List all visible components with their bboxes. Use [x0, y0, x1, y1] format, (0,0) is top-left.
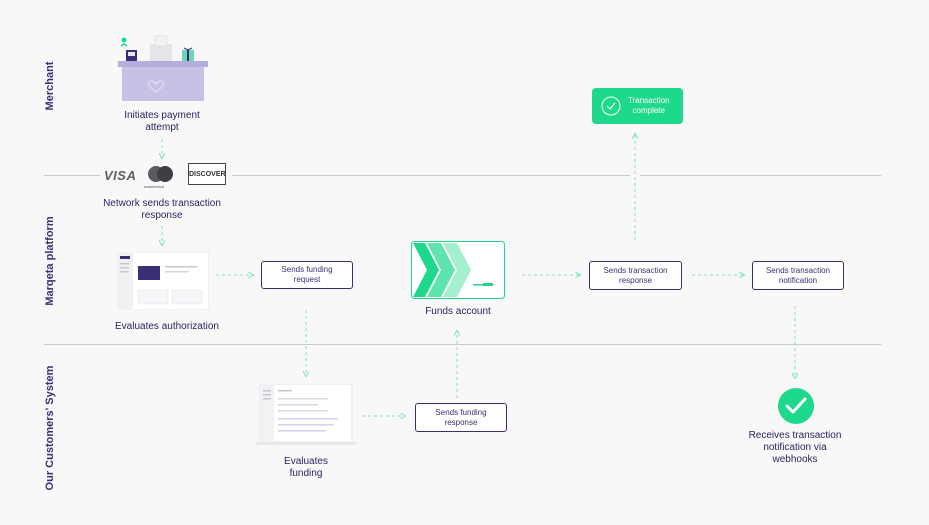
mastercard-wordmark: mastercard	[144, 184, 165, 189]
lane-divider-top-far	[640, 175, 881, 176]
sends-transaction-response-box: Sends transaction response	[589, 261, 682, 290]
transaction-complete-line1: Transaction	[628, 96, 670, 105]
network-caption-line1: Network sends transaction	[103, 198, 221, 209]
initiates-caption-line2: attempt	[145, 122, 179, 133]
sends-funding-response-line2: response	[444, 417, 478, 427]
sends-funding-response-line1: Sends funding	[435, 407, 487, 417]
lane-divider-bottom	[44, 344, 881, 345]
sends-funding-request-box: Sends funding request	[261, 261, 353, 289]
mastercard-logo	[148, 166, 173, 182]
success-check-icon	[778, 388, 814, 424]
sends-transaction-response-line2: response	[619, 275, 652, 285]
sends-transaction-notification-box: Sends transaction notification	[752, 261, 844, 290]
receives-caption-line2: notification via	[763, 442, 827, 453]
visa-logo: VISA	[104, 168, 137, 183]
receives-caption-line1: Receives transaction	[748, 430, 842, 441]
evaluates-authorization-caption: Evaluates authorization	[115, 321, 219, 332]
evaluates-funding-illustration	[256, 384, 356, 445]
receives-caption-line3: webhooks	[772, 454, 818, 465]
evaluates-funding-caption-line1: Evaluates	[284, 456, 328, 467]
funds-account-card	[411, 241, 505, 299]
lane-divider-top-left	[44, 175, 100, 176]
check-circle-icon	[601, 96, 621, 116]
sends-transaction-notification-line1: Sends transaction	[765, 265, 831, 275]
sends-funding-request-line2: request	[293, 275, 321, 284]
transaction-complete-box: Transaction complete	[592, 88, 683, 124]
merchant-counter-illustration	[118, 35, 208, 101]
lane-divider-top-right	[232, 175, 630, 176]
transaction-complete-line2: complete	[632, 106, 665, 115]
funds-account-caption: Funds account	[425, 306, 491, 317]
sends-funding-request-line1: Sends funding	[281, 265, 333, 274]
evaluates-funding-caption-line2: funding	[289, 468, 323, 479]
sends-transaction-response-line1: Sends transaction	[603, 265, 668, 275]
discover-logo: DISCOVER	[188, 163, 226, 185]
sends-funding-response-box: Sends funding response	[415, 403, 507, 432]
network-caption-line2: response	[141, 210, 183, 221]
authorization-dashboard-illustration	[117, 252, 209, 310]
sends-transaction-notification-line2: notification	[778, 275, 818, 285]
initiates-caption-line1: Initiates payment	[124, 110, 200, 121]
